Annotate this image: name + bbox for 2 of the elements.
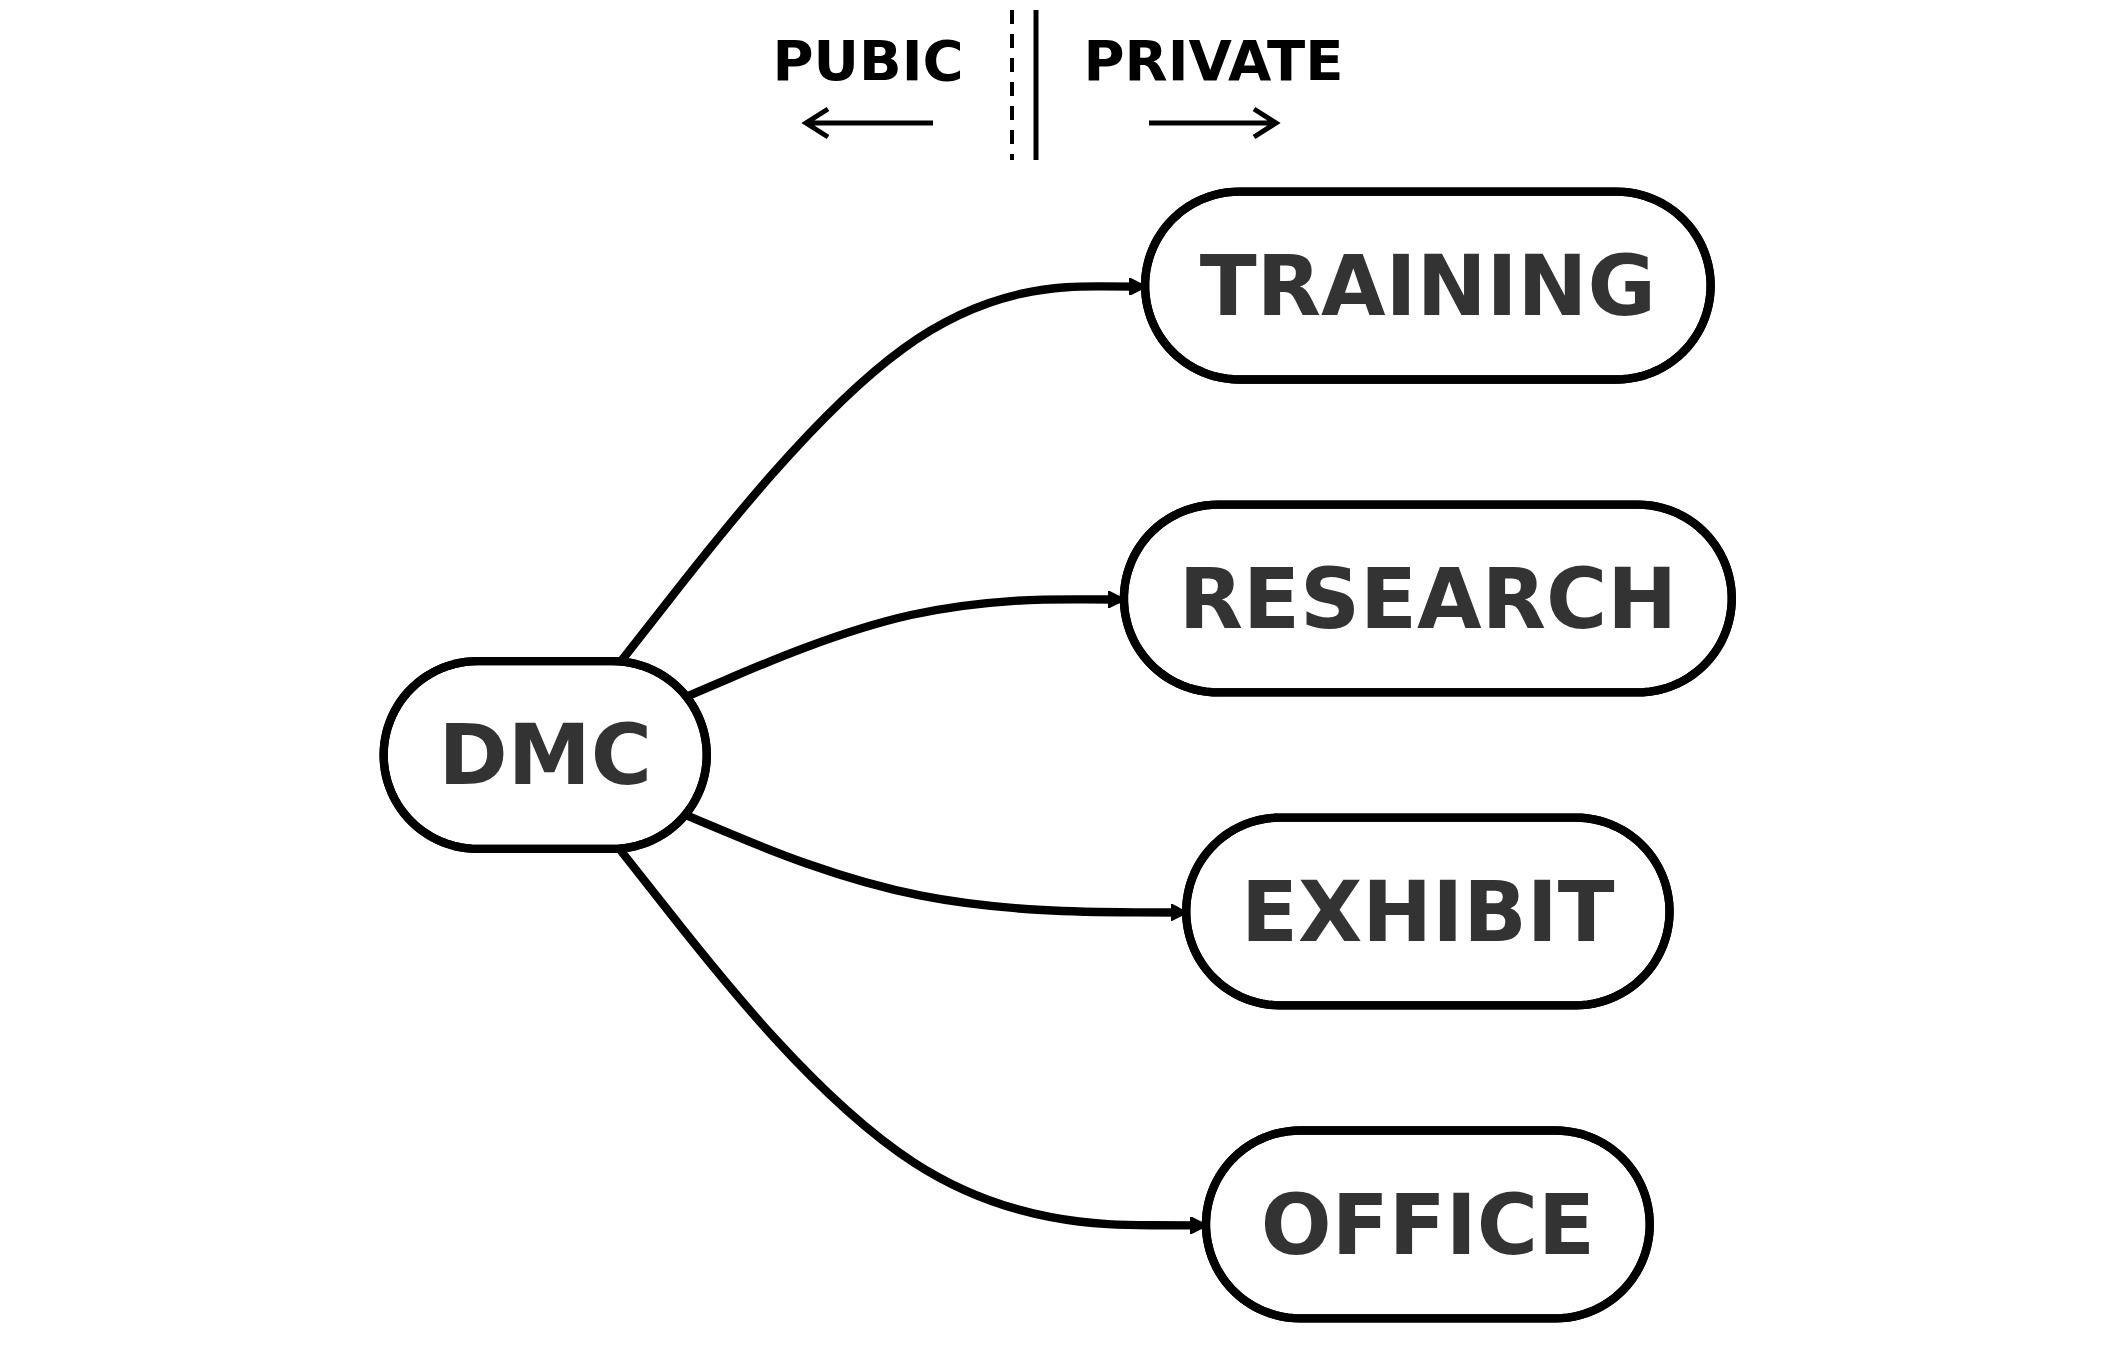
side-label: PUBIC (772, 27, 964, 93)
side-label: PRIVATE (1083, 27, 1344, 93)
